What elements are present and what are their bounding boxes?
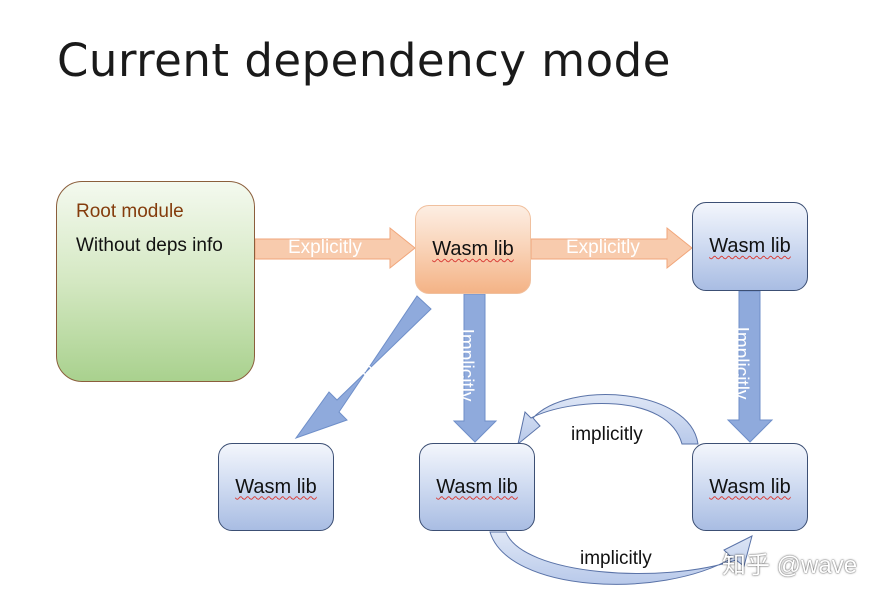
wasm-lib-node-bottom-middle: Wasm lib (419, 443, 535, 531)
edge-label-center-to-bottom-middle: Implicitly (455, 328, 477, 402)
arrow-bottom-middle-to-bottom-right (489, 531, 753, 585)
watermark: 知乎 @wave (722, 552, 858, 579)
edge-label-bottom-right-to-bottom-middle: implicitly (571, 424, 643, 445)
wasm-lib-node-center: Wasm lib (415, 205, 531, 294)
wasm-lib-node-bottom-left: Wasm lib (218, 443, 334, 531)
root-module-box: Root module Without deps info (56, 181, 255, 382)
wasm-lib-node-bottom-right: Wasm lib (692, 443, 808, 531)
edge-label-top-right-to-bottom-right: Implicitly (730, 326, 752, 400)
arrow-top-right-to-bottom-right (726, 290, 774, 443)
wasm-lib-label: Wasm lib (709, 235, 791, 257)
wasm-lib-node-top-right: Wasm lib (692, 202, 808, 291)
wasm-lib-label: Wasm lib (436, 475, 518, 498)
arrow-center-to-top-right (530, 226, 693, 270)
wasm-lib-label: Wasm lib (709, 475, 791, 498)
arrow-bottom-right-to-bottom-middle (517, 394, 699, 446)
edge-label-root-to-center: Explicitly (288, 237, 362, 258)
root-module-heading: Root module (76, 201, 184, 222)
wasm-lib-label: Wasm lib (432, 238, 514, 260)
page-title: Current dependency mode (57, 34, 671, 87)
arrow-center-to-bottom-middle (452, 293, 498, 443)
wasm-lib-label: Wasm lib (235, 475, 317, 498)
edge-label-bottom-middle-to-bottom-right: implicitly (580, 548, 652, 569)
arrow-center-to-bottom-left (294, 295, 432, 440)
arrow-root-to-center (254, 226, 416, 270)
root-module-subtitle: Without deps info (76, 235, 223, 256)
edge-label-center-to-top-right: Explicitly (566, 237, 640, 258)
